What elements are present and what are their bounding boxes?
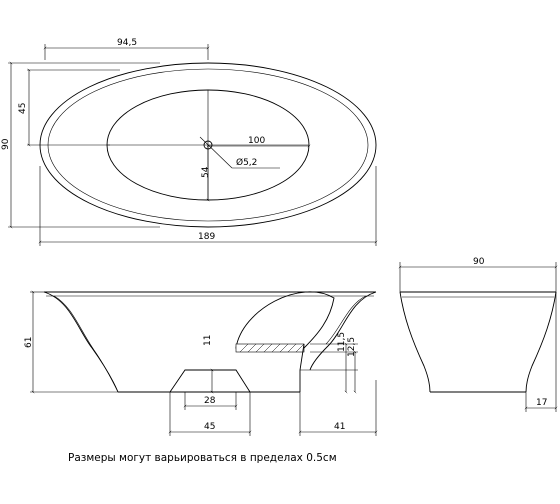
dim-54: 54 [201,166,211,178]
dim-90-top: 90 [1,138,11,150]
dim-45-base: 45 [204,422,215,432]
dim-drain: Ø5,2 [236,157,257,168]
hatched-section [235,343,305,353]
dim-90-end: 90 [473,257,485,267]
dim-45-inner: 45 [18,103,28,114]
side-view: 61 11 28 45 41 11,5 12,5 [24,290,378,436]
top-view: 94,5 90 45 100 54 Ø5,2 189 [1,38,378,246]
dim-94-5: 94,5 [117,38,137,48]
dim-61: 61 [24,337,34,348]
dim-11-5: 11,5 [337,332,347,352]
dim-28: 28 [204,396,216,406]
dim-41: 41 [334,422,345,432]
end-view: 90 17 [398,257,558,412]
dim-11-base: 11 [203,335,213,346]
dim-189: 189 [198,232,215,242]
dim-12-5: 12,5 [347,337,357,357]
dim-100: 100 [248,136,265,146]
dim-17: 17 [536,398,547,408]
tolerance-note: Размеры могут варьироваться в пределах 0… [68,452,337,464]
